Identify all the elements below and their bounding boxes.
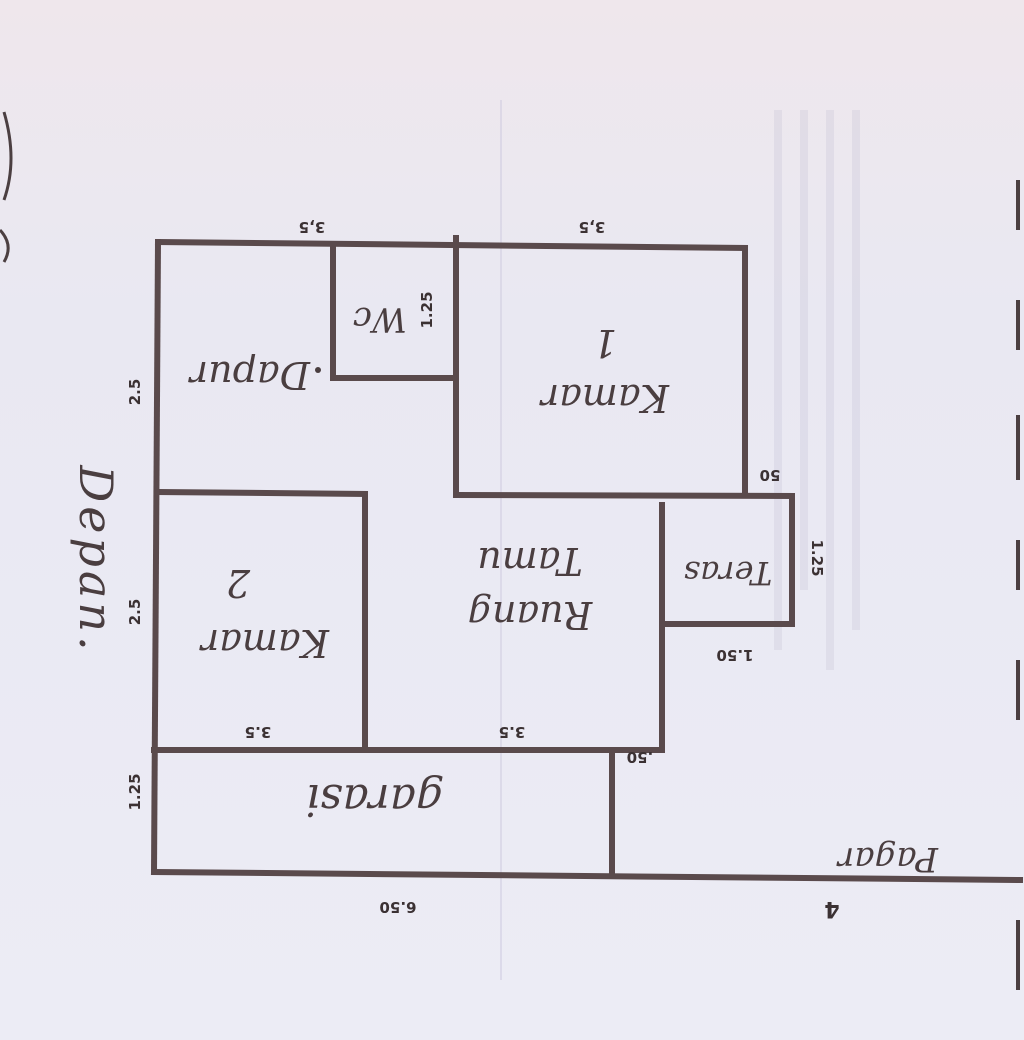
dapur-dot bbox=[315, 367, 321, 373]
dim-garasi-corner: .50 bbox=[627, 748, 654, 766]
walls bbox=[150, 235, 1024, 884]
dim-top-right: 3,5 bbox=[579, 218, 606, 236]
dim-left-garasi: 1.25 bbox=[126, 773, 144, 810]
dim-teras-height: 1.25 bbox=[808, 539, 826, 576]
dim-fence: 4 bbox=[824, 896, 839, 921]
dim-wc-side: 1.25 bbox=[418, 291, 436, 328]
room-kamar1-number: 1 bbox=[593, 321, 617, 365]
dim-top-left: 3,5 bbox=[299, 218, 326, 236]
room-kamar2-label: Kamar bbox=[198, 621, 330, 665]
dim-ruang-tamu-width: 3.5 bbox=[499, 723, 526, 741]
room-ruang-tamu-label: Ruang bbox=[468, 593, 594, 637]
dim-teras-width: 1.50 bbox=[716, 646, 753, 664]
room-ruang-tamu-label-2: Tamu bbox=[477, 539, 583, 583]
room-kamar2-number: 2 bbox=[226, 561, 251, 605]
edge-scribble bbox=[0, 111, 13, 263]
room-dapur-label: Dapur bbox=[187, 353, 311, 397]
dimension-labels: 3,5 3,5 1.25 2.5 2.5 1.25 3.5 3.5 50 1.2… bbox=[126, 218, 840, 921]
dim-bottom-total: 6.50 bbox=[379, 898, 416, 916]
dim-kamar1-corner: 50 bbox=[760, 466, 781, 484]
dim-left-kamar2: 2.5 bbox=[126, 599, 144, 626]
fence-label: Pagar bbox=[836, 839, 939, 879]
room-garasi-label: garasi bbox=[306, 774, 444, 825]
room-wc-label: Wc bbox=[353, 299, 407, 339]
front-label: Depan. bbox=[69, 464, 123, 654]
room-kamar1-label: Kamar bbox=[538, 376, 670, 420]
bleed-through-text bbox=[500, 100, 860, 980]
dim-left-dapur: 2.5 bbox=[126, 379, 144, 406]
room-teras-label: Teras bbox=[684, 554, 773, 592]
room-labels: Dapur Wc Kamar 1 Kamar 2 Ruang Tamu Tera… bbox=[69, 299, 939, 879]
dim-kamar2-width: 3.5 bbox=[245, 723, 272, 741]
